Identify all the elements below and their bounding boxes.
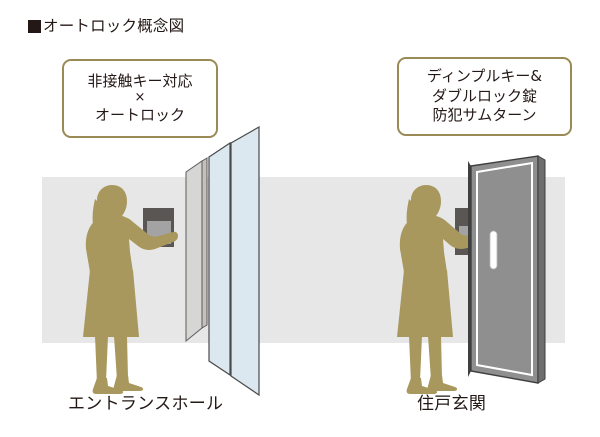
person-silhouette-left	[83, 185, 178, 394]
callout-left-line1: 非接触キー対応	[87, 71, 193, 90]
square-bullet-icon	[28, 20, 41, 34]
steel-entrance-door	[468, 155, 546, 384]
page-title: オートロック概念図	[28, 17, 185, 35]
callout-right-line1: ディンプルキー&	[426, 66, 543, 85]
caption-dwelling-entrance: 住戸玄関	[417, 394, 487, 414]
entrance-hall-scene	[83, 125, 260, 397]
callout-left: 非接触キー対応 × オートロック	[62, 59, 218, 138]
auto-lock-glass-door	[185, 125, 260, 397]
callout-left-line3: オートロック	[94, 105, 185, 124]
callout-right: ディンプルキー& ダブルロック錠 防犯サムターン	[397, 57, 572, 136]
door-handle-icon	[489, 230, 498, 270]
page-title-text: オートロック概念図	[43, 17, 185, 35]
callout-right-line2: ダブルロック錠	[431, 86, 537, 105]
dwelling-entrance-scene	[397, 155, 546, 394]
caption-entrance-hall: エントランスホール	[68, 394, 224, 414]
callout-right-line3: 防犯サムターン	[432, 106, 537, 125]
callout-left-line2: ×	[134, 90, 146, 106]
person-silhouette-right	[397, 185, 488, 394]
